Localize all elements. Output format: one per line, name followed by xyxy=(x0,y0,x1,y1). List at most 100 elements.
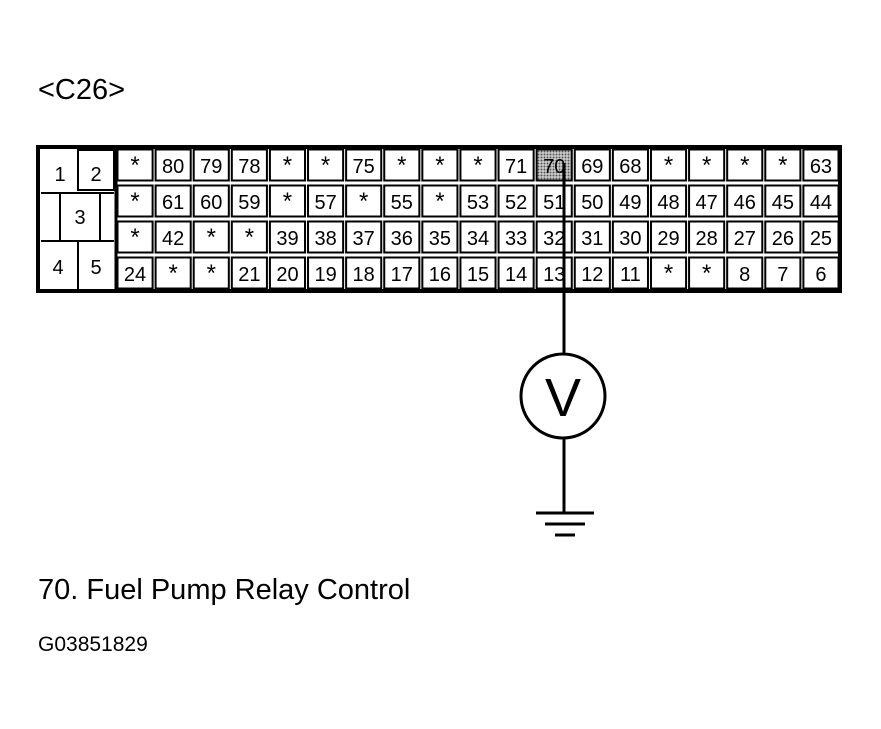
pin-label: * xyxy=(435,188,444,215)
pin-label: 27 xyxy=(734,228,756,250)
left-pin-block: 1 2 3 4 5 xyxy=(41,147,118,291)
pin-cell xyxy=(497,148,535,182)
pin-cell xyxy=(573,148,611,182)
voltmeter-symbol: V xyxy=(545,368,581,428)
pin-cell xyxy=(268,220,307,254)
pin-label: 38 xyxy=(314,228,336,250)
pin-label: 17 xyxy=(391,264,413,286)
pin-cell xyxy=(688,184,726,218)
pin-label: 36 xyxy=(391,228,413,250)
pin-cell xyxy=(230,256,268,290)
pin-label: 60 xyxy=(200,192,222,214)
pin-cell xyxy=(459,220,497,254)
pin-cell xyxy=(192,220,230,254)
pin-label: 53 xyxy=(467,192,489,214)
pin-label: 26 xyxy=(772,228,794,250)
pin-cell xyxy=(764,148,802,182)
pin-label: * xyxy=(130,188,139,215)
pin-cell xyxy=(497,220,535,254)
pin-cell xyxy=(649,148,688,182)
pin-cell xyxy=(154,148,192,182)
pin-cell xyxy=(802,148,840,182)
pin-label: 44 xyxy=(810,192,832,214)
pin-label: * xyxy=(359,188,368,215)
pin-cell xyxy=(573,256,611,290)
pin-label: 68 xyxy=(619,156,641,178)
pin-label: 28 xyxy=(696,228,718,250)
pin-label: 39 xyxy=(276,228,298,250)
pin-label: 8 xyxy=(739,264,750,286)
pin-label: * xyxy=(664,152,673,179)
pin-cell xyxy=(116,256,154,290)
pin-cell xyxy=(230,184,268,218)
pin-cell xyxy=(345,148,383,182)
pin-label: 50 xyxy=(581,192,603,214)
pin-cell xyxy=(535,184,573,218)
pin-5: 5 xyxy=(90,257,101,279)
pin-label: 47 xyxy=(696,192,718,214)
pin-label: * xyxy=(245,224,254,251)
pin-cell xyxy=(116,184,154,218)
pin-cell xyxy=(345,184,383,218)
pin-cell xyxy=(611,148,649,182)
pin-label: 42 xyxy=(162,228,184,250)
pin-cell xyxy=(116,148,154,182)
pin-cell xyxy=(116,220,154,254)
pin-label: * xyxy=(321,152,330,179)
pin-cell xyxy=(421,148,459,182)
pin-cell xyxy=(307,256,345,290)
pin-cell xyxy=(802,256,840,290)
pin-label: 45 xyxy=(772,192,794,214)
pin-label: 11 xyxy=(620,264,641,286)
pin-label: * xyxy=(702,152,711,179)
pin-cell xyxy=(535,148,573,182)
pin-2: 2 xyxy=(90,164,101,186)
pin-label: 78 xyxy=(238,156,260,178)
pin-cell xyxy=(154,256,192,290)
pin-label: * xyxy=(283,152,292,179)
pin-label: 57 xyxy=(314,192,336,214)
pin-label: 29 xyxy=(657,228,679,250)
connector-label: <C26> xyxy=(38,74,126,106)
pin-cell xyxy=(421,184,459,218)
pin-cell xyxy=(345,220,383,254)
pin-label: 33 xyxy=(505,228,527,250)
pin-label: 71 xyxy=(505,156,527,178)
pin-cell xyxy=(307,184,345,218)
pin-cell xyxy=(383,256,421,290)
pin-2-box xyxy=(77,149,115,191)
pin-label: * xyxy=(473,152,482,179)
pin-label: * xyxy=(740,152,749,179)
pin-cell xyxy=(535,220,573,254)
pin-cell xyxy=(573,184,611,218)
pin-4: 4 xyxy=(52,257,63,279)
pin-cell xyxy=(649,184,688,218)
pin-cell xyxy=(688,148,726,182)
pin-cell xyxy=(192,148,230,182)
pin-label: * xyxy=(130,152,139,179)
pin-label: * xyxy=(283,188,292,215)
pin-cell xyxy=(459,184,497,218)
pin-label: 21 xyxy=(238,264,260,286)
pin-cell xyxy=(611,184,649,218)
pin-cell xyxy=(345,256,383,290)
pin-label: 55 xyxy=(391,192,413,214)
pin-label: 20 xyxy=(276,264,298,286)
pin-cell xyxy=(649,256,688,290)
pin-label: 13 xyxy=(543,264,565,286)
pin-cell xyxy=(611,220,649,254)
pin-label: 16 xyxy=(429,264,451,286)
pin-label: 15 xyxy=(467,264,489,286)
pin-label: 80 xyxy=(162,156,184,178)
pin-1: 1 xyxy=(54,164,65,186)
pin-cell xyxy=(688,256,726,290)
pin-label: 35 xyxy=(429,228,451,250)
pin-label: 48 xyxy=(657,192,679,214)
pin-label: 32 xyxy=(543,228,565,250)
pin-label: 18 xyxy=(353,264,375,286)
ground-icon xyxy=(536,511,594,537)
pin-label: * xyxy=(435,152,444,179)
pin-label: 30 xyxy=(619,228,641,250)
